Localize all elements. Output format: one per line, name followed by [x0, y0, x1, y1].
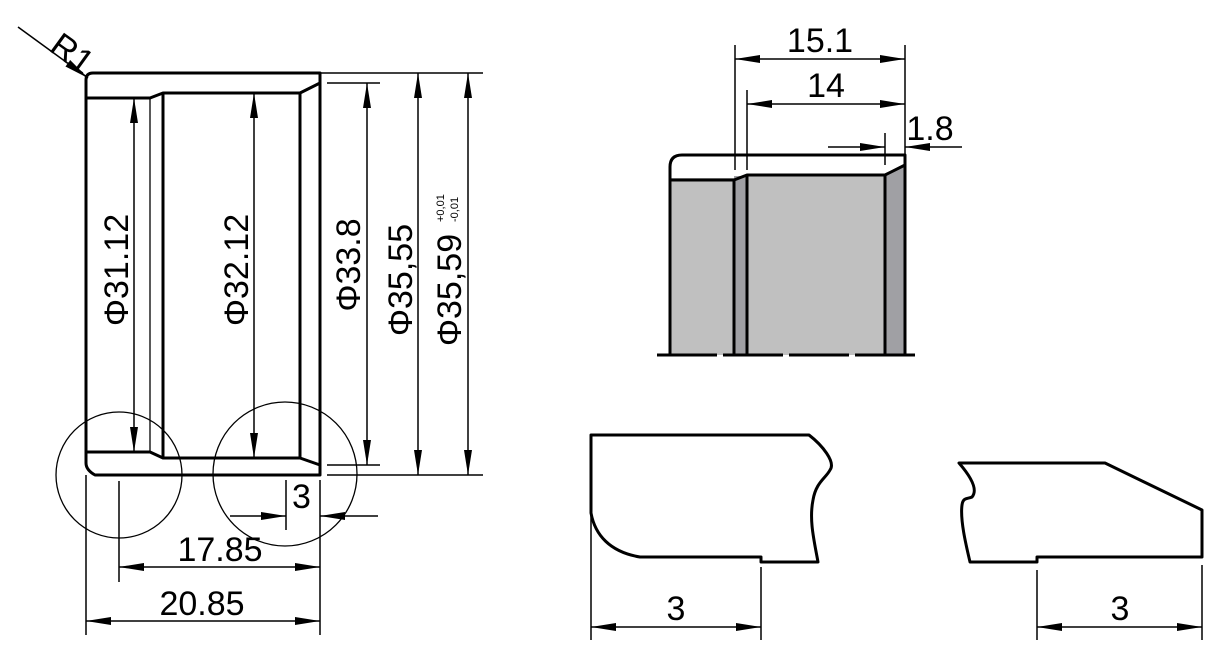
- tolerance-upper: +0,01: [435, 194, 447, 222]
- dim-groove-width: 3: [292, 478, 311, 516]
- dim-length-inner: 17.85: [177, 531, 262, 569]
- shaded-top-wall-section: [668, 153, 907, 182]
- dim-14: 14: [807, 67, 845, 105]
- shaded-view: 15.1 14 1.8: [657, 22, 962, 357]
- dim-d33-8: Φ33.8: [330, 218, 368, 311]
- main-section-view: Φ31.12 Φ32.12 Φ33.8 Φ35,55 Φ35,59 +0,01 …: [17, 26, 483, 635]
- dim-d35-59: Φ35,59: [431, 234, 469, 346]
- dim-length-total: 20.85: [159, 585, 244, 623]
- dim-d31-12: Φ31.12: [98, 214, 136, 326]
- detail-circle-right: [212, 401, 358, 547]
- detail-right: 3: [957, 461, 1204, 640]
- tolerance-lower: -0,01: [449, 197, 461, 222]
- dim-d35-55: Φ35,55: [382, 224, 420, 336]
- dim-d32-12: Φ32.12: [218, 214, 256, 326]
- dim-1-8: 1.8: [906, 110, 953, 148]
- detail-right-dim: 3: [1111, 590, 1130, 628]
- detail-left-dim: 3: [667, 590, 686, 628]
- bottom-wall-section: [84, 450, 322, 477]
- top-wall-section: [84, 71, 322, 100]
- dim-15-1: 15.1: [787, 22, 853, 60]
- detail-left: 3: [589, 433, 833, 640]
